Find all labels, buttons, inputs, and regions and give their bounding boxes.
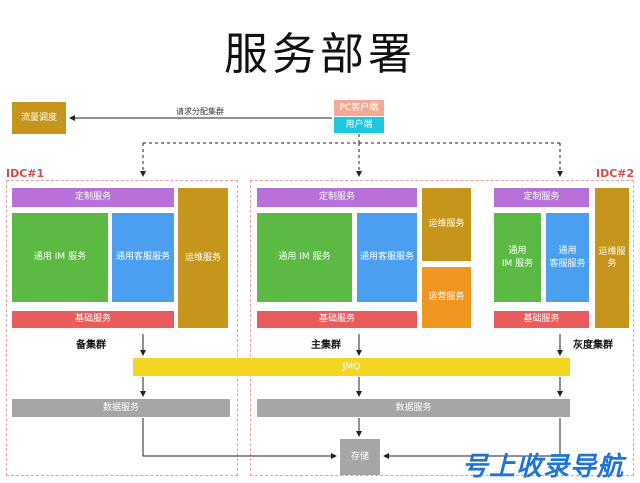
pc-client-label: PC客户端	[339, 102, 379, 113]
data-service-right: 数据服务	[257, 399, 570, 417]
backup-custom-label: 定制服务	[74, 192, 111, 203]
data-service-left-label: 数据服务	[102, 402, 139, 413]
request-allocation-label: 请求分配集群	[176, 107, 224, 116]
backup-custom-service: 定制服务	[12, 188, 174, 207]
main-base-label: 基础服务	[318, 314, 355, 325]
user-client-label: 用户端	[345, 119, 373, 130]
backup-im-label: 通用 IM 服务	[33, 252, 87, 263]
gray-base-label: 基础服务	[523, 314, 560, 325]
idc1-region	[6, 180, 238, 476]
backup-support-service: 通用客服服务	[112, 213, 174, 302]
pc-client-box: PC客户端	[334, 100, 384, 116]
gray-custom-label: 定制服务	[523, 192, 560, 203]
gray-im-label-line2: IM 服务	[501, 258, 534, 269]
traffic-scheduling-box: 流量调度	[12, 102, 66, 134]
main-support-service: 通用客服服务	[357, 213, 417, 302]
gray-support-service: 通用 客服服务	[546, 213, 589, 302]
gray-custom-service: 定制服务	[494, 188, 589, 207]
gray-support-label-line1: 通用	[558, 246, 577, 257]
backup-ops-service: 运维服务	[178, 188, 228, 328]
backup-cluster-label: 备集群	[76, 340, 106, 351]
data-service-left: 数据服务	[12, 399, 230, 417]
gray-im-service: 通用 IM 服务	[494, 213, 541, 302]
gray-im-label-line1: 通用	[508, 246, 527, 257]
storage-box: 存储	[340, 439, 380, 475]
traffic-scheduling-label: 流量调度	[20, 112, 57, 123]
backup-im-service: 通用 IM 服务	[12, 213, 108, 302]
main-im-service: 通用 IM 服务	[257, 213, 352, 302]
main-custom-service: 定制服务	[257, 188, 417, 207]
main-ops-label: 运维服务	[428, 219, 465, 230]
main-operation-service: 运营服务	[422, 267, 471, 328]
gray-cluster-label: 灰度集群	[573, 340, 613, 351]
gray-ops-label: 运维服务	[598, 246, 626, 269]
main-ops-service: 运维服务	[422, 188, 471, 261]
idc2-region	[250, 180, 634, 476]
main-cluster-label: 主集群	[311, 340, 341, 351]
main-base-service: 基础服务	[257, 311, 417, 328]
idc2-label: IDC#2	[596, 167, 635, 180]
idc1-label: IDC#1	[6, 167, 45, 180]
backup-support-label: 通用客服服务	[115, 252, 170, 263]
data-gray-to-storage	[383, 418, 561, 459]
backup-ops-label: 运维服务	[184, 252, 221, 263]
storage-label: 存储	[350, 451, 369, 462]
data-service-right-label: 数据服务	[395, 402, 432, 413]
backup-base-service: 基础服务	[12, 311, 174, 328]
gray-support-label-line2: 客服服务	[549, 258, 586, 269]
jmq-bar: JMQ	[133, 358, 570, 376]
gray-ops-service: 运维服务	[595, 188, 629, 328]
main-support-label: 通用客服服务	[359, 252, 414, 263]
jmq-label: JMQ	[342, 361, 361, 372]
backup-base-label: 基础服务	[74, 314, 111, 325]
gray-base-service: 基础服务	[494, 311, 589, 328]
page-title: 服务部署	[224, 29, 416, 80]
user-client-box: 用户端	[334, 117, 384, 133]
main-custom-label: 定制服务	[318, 192, 355, 203]
data-left-to-storage	[142, 418, 337, 459]
main-im-label: 通用 IM 服务	[278, 252, 331, 263]
watermark-text: 号上收录导航	[462, 452, 625, 482]
main-operation-label: 运营服务	[428, 292, 465, 303]
